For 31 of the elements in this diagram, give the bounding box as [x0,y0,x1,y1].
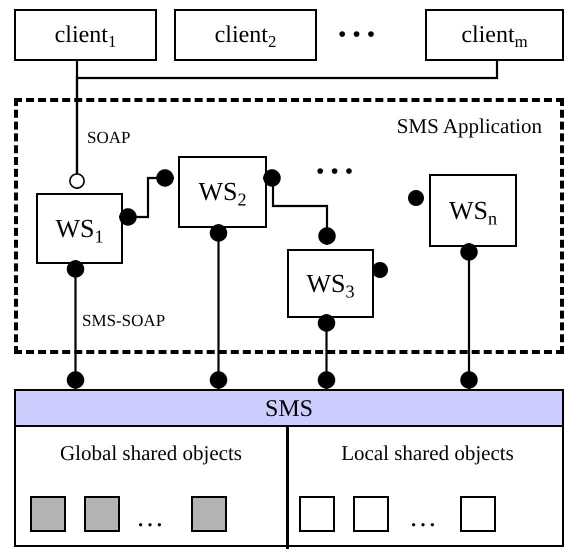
connector [119,169,174,226]
area-title: Global shared objects [59,441,243,466]
connector [66,260,84,389]
connector [210,224,228,389]
node-label: WS$_{n}$ [448,196,498,226]
process-box [174,9,317,61]
process-box [425,9,564,61]
area-title: Local shared objects [340,441,515,466]
connector [69,61,498,189]
process-box [36,193,123,264]
group-title: SMS Application [396,114,542,139]
connector [318,314,336,389]
node-label: client$_{2}$ [214,22,276,48]
process-box [429,174,517,247]
ellipsis: • • • [338,22,376,49]
ellipsis: • • • [316,159,354,186]
panel-header: SMS [16,391,562,427]
process-box [287,249,374,318]
node-label: client$_{1}$ [54,22,116,48]
ellipsis: … [409,502,437,534]
sms-panel [14,389,564,547]
node-label: WS$_{2}$ [198,177,247,207]
application-boundary [14,98,564,354]
node-label: WS$_{3}$ [306,268,355,298]
process-box [14,9,157,61]
connector [460,243,478,389]
process-box [178,156,267,228]
ellipsis: … [136,502,164,534]
node-label: client$_{m}$ [461,22,528,48]
connector [263,169,336,245]
node-label: WS$_{1}$ [55,214,104,244]
